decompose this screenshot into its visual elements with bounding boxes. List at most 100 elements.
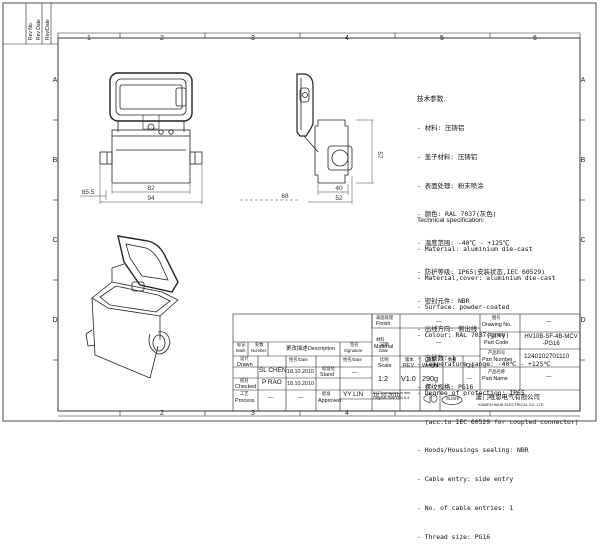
date-cn: 日期 (380, 342, 389, 347)
weight-en: Weight (422, 363, 439, 369)
spec-cn-line: - 螺纹规格: PG16 (417, 383, 474, 391)
grid-row-b-right: B (581, 157, 586, 164)
dim-40: 40 (335, 185, 343, 192)
spec-en-line: - Temperature range: -40℃ - +125℃ (417, 360, 551, 369)
margin-label-rev-date-alt: Rev Date (36, 19, 42, 40)
spec-en-line: - Colour: RAL 7037(grey) (417, 331, 510, 340)
margin-label-rev-date: Rev/Date (45, 19, 51, 40)
drawn-en: Drawn (237, 362, 253, 368)
spec-en-line: - Thread size: PG16 (417, 532, 491, 541)
grid-col-3-bottom: 3 (251, 410, 255, 417)
spec-cn-title: 技术参数: (417, 96, 446, 104)
part-code-en: Part Code (484, 340, 509, 346)
grid-ticks (53, 32, 585, 417)
spec-cn-line: - 温度范围: -40℃ - +125℃ (417, 239, 510, 248)
drawing-no-value: — (546, 319, 552, 325)
note-size: Original Size DIN A 4 (373, 395, 410, 400)
margin-label-rev-no: Rev No. (28, 21, 34, 40)
checked-en: Checked (235, 384, 257, 390)
revision-strip (3, 3, 58, 45)
company-name-cn: 厦门唯恩电气有限公司 (476, 394, 540, 401)
material-en: Material (374, 344, 394, 350)
name-date-header-1: 姓名/Date (289, 357, 308, 362)
company-name-en: XIAMEN WAIN ELECTRICAL CO.,LTD (478, 403, 544, 407)
dim-57: 57 (376, 151, 383, 159)
grid-row-a-right: A (581, 77, 586, 84)
signature-cn: 签名 (350, 342, 359, 347)
spec-cn-line: - 密封元件: NBR (417, 296, 470, 305)
stand-value: — (352, 370, 358, 376)
number-cn: 处数 (255, 342, 264, 347)
side-dimension-labels: 40 52 57 68 (281, 151, 383, 202)
material-cn: 材料 (376, 337, 385, 342)
drawn-date: 18.10.2010 (287, 369, 314, 375)
grid-col-2-bottom: 2 (160, 410, 164, 417)
grid-col-3: 3 (251, 35, 255, 42)
spec-en-title: Technical specification: (417, 217, 485, 225)
approved-cn: 批准 (322, 391, 331, 396)
part-number-en: Part Number (482, 357, 513, 363)
grid-col-6: 6 (533, 35, 537, 42)
stand-cn: 标准化 (322, 366, 335, 371)
drawn-cn: 设计 (240, 356, 249, 361)
drawing-no-en: Drawing No. (482, 322, 512, 328)
qty-en: Qty. (466, 363, 476, 369)
rev-en: REV. (403, 363, 416, 369)
qty-cn: 数量 (448, 357, 457, 362)
grid-row-d-right: D (580, 317, 585, 324)
grid-col-4-bottom: 4 (345, 410, 349, 417)
description-en: Description (308, 346, 335, 352)
dim-94: 94 (147, 195, 155, 202)
grid-col-2: 2 (160, 35, 164, 42)
company-logo-text: SUSHI (446, 396, 460, 401)
qty-value: — (467, 376, 473, 382)
date-en: Date (379, 348, 389, 353)
side-view (296, 73, 353, 184)
spec-cn-line: - 颜色: RAL 7037(灰色) (417, 210, 497, 219)
grid-row-c-left: C (52, 237, 57, 244)
number-en: Number (251, 348, 267, 353)
part-number-value: 1240102701110 (524, 353, 570, 360)
grid-col-5: 5 (440, 35, 444, 42)
rev-cn: 版本 (405, 357, 414, 362)
checked-name: P RAO (262, 379, 282, 386)
drawn-name: SL CHEN (259, 367, 287, 374)
grid-row-c-right: C (580, 237, 585, 244)
finish-value: — (436, 319, 442, 325)
material-value: — (436, 340, 442, 346)
grid-col-4: 4 (345, 35, 349, 42)
stand-en: Stand (320, 372, 335, 378)
front-view (99, 72, 203, 184)
title-block-grid (232, 313, 581, 412)
dim-85-5: 85.5 (82, 189, 95, 196)
part-name-en: Part Name (482, 376, 508, 382)
checked-date: 18.10.2010 (287, 381, 314, 387)
spec-en: Technical specification: - Material: alu… (417, 197, 579, 552)
checked-cn: 校对 (240, 378, 249, 383)
spec-en-line: - Material: aluminium die-cast (417, 244, 533, 253)
spec-en-line: - Degree of protection: IP65 (417, 388, 525, 397)
side-dimensions (240, 119, 374, 204)
outer-border (2, 2, 597, 422)
part-code-value: HV10B-SF-4B-MCV -PG16 (524, 334, 578, 347)
approved-en: Approved (318, 398, 342, 404)
spec-cn-line: - 盖子材料: 压铸铝 (417, 152, 478, 161)
grid-row-d-left: D (52, 317, 57, 324)
grid-row-a-left: A (53, 77, 58, 84)
process-en: Process (235, 398, 255, 404)
mark-en: Mark (236, 348, 246, 353)
drawing-no-cn: 图号 (492, 315, 501, 320)
logo-mark (441, 395, 463, 405)
spec-cn-line: - 表面处理: 粉末喷涂 (417, 181, 484, 190)
name-date-header-2: 姓名/Date (343, 357, 362, 362)
spec-cn-line: - 防护等级: IP65(安装状态,IEC 60529) (417, 267, 546, 276)
dim-68: 68 (281, 193, 289, 200)
mark-cn: 标记 (237, 342, 246, 347)
spec-en-line: - No. of cable entries: 1 (417, 504, 514, 512)
spec-en-line: - Hoods/Housings sealing: NBR (417, 446, 529, 455)
approved-date: 18.10.2010 (373, 393, 400, 399)
spec-en-line: (acc.to IEC 60529 for coupled connector) (417, 417, 579, 426)
part-number-cn: 产品料号 (488, 350, 506, 355)
part-name-value: — (546, 374, 552, 380)
scale-cn: 比例 (380, 357, 389, 362)
